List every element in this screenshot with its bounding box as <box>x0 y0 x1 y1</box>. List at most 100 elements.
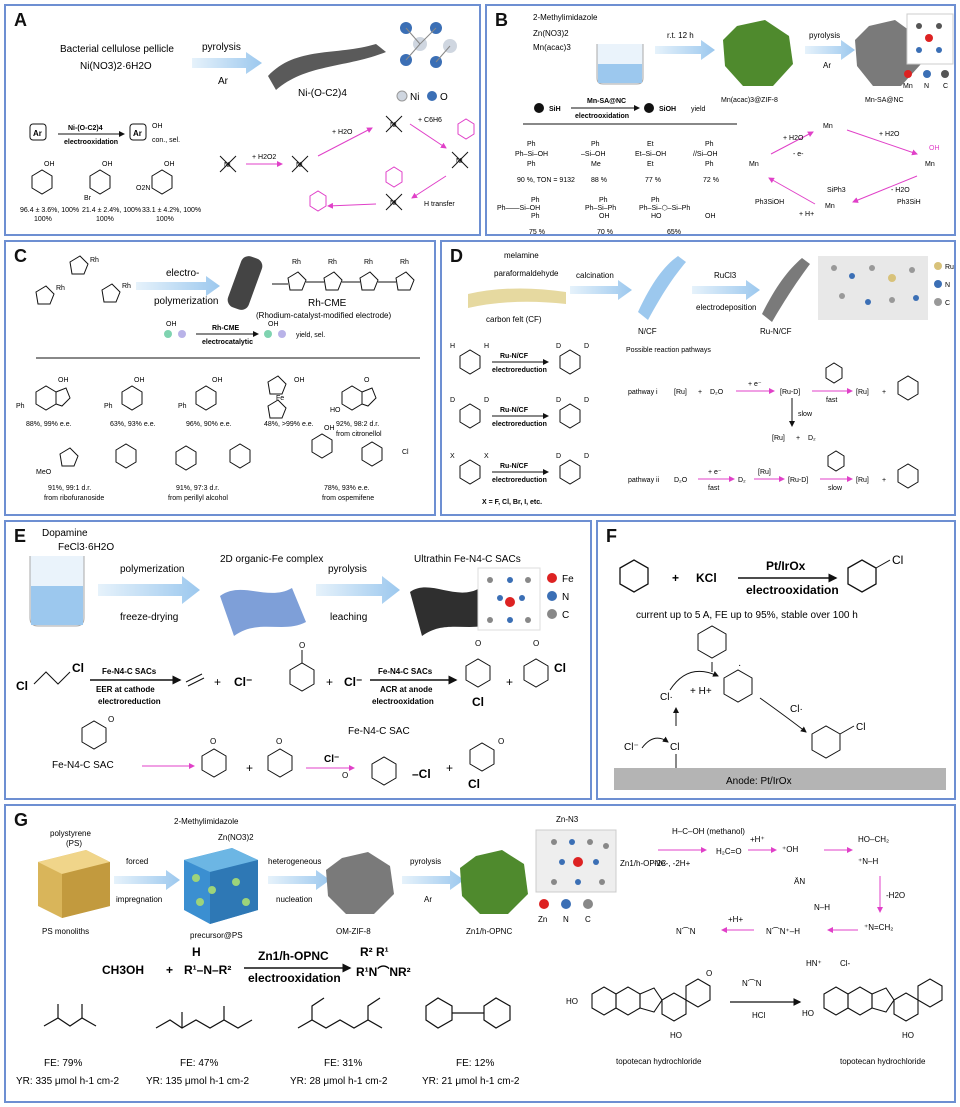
rxn-yield: yield <box>691 106 706 113</box>
svg-text:O: O <box>299 641 305 650</box>
legend-ru: Ru <box>945 264 954 271</box>
step: polymerization <box>154 296 218 307</box>
svg-text:[Ru-D]: [Ru-D] <box>780 389 800 396</box>
result: yield, sel. <box>296 332 325 339</box>
svg-text:Ph: Ph <box>104 403 113 410</box>
svg-text:[Ru]: [Ru] <box>674 389 687 396</box>
drug-1: topotecan hydrochloride <box>616 1057 702 1066</box>
c-source-4: from ospemifene <box>322 495 374 502</box>
o-legend-dot <box>427 91 437 101</box>
svg-text:Ar: Ar <box>33 129 42 138</box>
cycle-hplus: + H+ <box>799 211 814 218</box>
anisole-1 <box>289 662 315 692</box>
hplus: + H+ <box>690 686 712 697</box>
svg-text:+: + <box>698 389 702 396</box>
svg-text:Et: Et <box>647 141 654 148</box>
svg-text:+ e⁻: + e⁻ <box>748 381 762 388</box>
legend-fe: Fe <box>562 574 574 585</box>
amine-products <box>43 997 511 1029</box>
svg-text:D₂: D₂ <box>738 477 746 484</box>
arrow-1 <box>655 40 715 60</box>
c-result-7: 91%, 97:3 d.r. <box>176 485 219 492</box>
c-result-2: 63%, 93% e.e. <box>110 421 156 428</box>
reagent-ru: RuCl3 <box>714 271 737 280</box>
svg-text:OH: OH <box>152 123 163 130</box>
rxn-right: SiOH <box>659 106 676 113</box>
svg-text:HO: HO <box>670 1031 682 1040</box>
cycle-h2o-2: + H2O <box>879 131 900 138</box>
svg-text:+: + <box>796 435 800 442</box>
cycle-htransfer: H transfer <box>424 201 455 208</box>
svg-text:Cl⁻: Cl⁻ <box>234 675 252 689</box>
cycle-e: - e- <box>793 151 804 158</box>
step-label: pyrolysis <box>202 42 241 53</box>
svg-text:impregnation: impregnation <box>116 895 162 904</box>
svg-text:H: H <box>192 945 201 959</box>
ni-legend-dot <box>396 90 408 102</box>
panel-g: G polystyrene (PS) PS monoliths forced i… <box>4 804 956 1103</box>
c-result-8: 78%, 93% e.e. <box>324 485 370 492</box>
rxn-cat-2: Ru-N/CF <box>500 407 529 414</box>
hplus: +H+ <box>728 915 743 924</box>
svg-text:Mn: Mn <box>825 203 835 210</box>
legend-ni: Ni <box>410 92 419 103</box>
svg-text:Ph: Ph <box>705 141 714 148</box>
pathway-ii: pathway ii <box>628 477 660 484</box>
zif8-crystal <box>723 20 793 86</box>
arrow-3 <box>402 870 464 890</box>
atmosphere-label: Ar <box>218 76 229 87</box>
svg-text:[Ru]: [Ru] <box>758 469 771 476</box>
ar-box <box>29 123 47 141</box>
step-1a: polymerization <box>120 564 184 575</box>
svg-text:O: O <box>276 737 282 746</box>
pyrrole-monomers <box>35 255 121 305</box>
svg-text:HO–CH₂: HO–CH₂ <box>858 835 889 844</box>
rxn-cond: electrooxidation <box>248 971 341 985</box>
svg-text:R¹N⌒NR²: R¹N⌒NR² <box>356 964 411 979</box>
legend-c: C <box>562 610 569 621</box>
step-2: electrodeposition <box>696 303 756 312</box>
arrow-2 <box>805 40 855 60</box>
svg-text:–Si–OH: –Si–OH <box>581 151 606 158</box>
pathways-title: Possible reaction pathways <box>626 347 711 354</box>
panel-label: E <box>14 526 27 546</box>
svg-text:Mn: Mn <box>749 161 759 168</box>
svg-text:D: D <box>484 397 489 404</box>
step-1: calcination <box>576 271 614 280</box>
svg-text:Ph–Si–OH: Ph–Si–OH <box>515 151 548 158</box>
yield-2: 21.4 ± 2.4%, 100% <box>82 207 141 214</box>
cycle-minus-h2o: - H2O <box>891 187 910 194</box>
reagent-1: 2-Methylimidazole <box>174 817 239 826</box>
drug-2: topotecan hydrochloride <box>840 1057 926 1066</box>
svg-text:N⌒N: N⌒N <box>742 979 762 988</box>
svg-text:OH: OH <box>705 213 716 220</box>
label-ps: PS monoliths <box>42 927 89 936</box>
svg-text:H–C–OH (methanol): H–C–OH (methanol) <box>672 827 745 836</box>
svg-text:·: · <box>738 660 741 671</box>
rxn-cond: electrooxidation <box>575 113 629 120</box>
cat-label: Zn1/h-OPNC <box>620 859 666 868</box>
cycle-c6h6: + C6H6 <box>418 117 442 124</box>
precursor-2: Ni(NO3)2·6H2O <box>80 61 152 72</box>
svg-text:Ph: Ph <box>705 161 714 168</box>
svg-text:O: O <box>533 639 539 648</box>
c-source-2: from ribofuranoside <box>44 495 104 502</box>
b-yield-6: 70 % <box>597 229 613 236</box>
svg-text:+ e⁻: + e⁻ <box>708 469 722 476</box>
svg-text:D: D <box>556 453 561 460</box>
legend-c: C <box>943 83 948 90</box>
svg-text:Cl: Cl <box>472 695 484 709</box>
ps-monolith <box>38 850 110 918</box>
svg-text:D: D <box>584 397 589 404</box>
svg-text:X: X <box>484 453 489 460</box>
ru-lattice <box>818 256 928 320</box>
catalyst: Pt/IrOx <box>766 559 806 573</box>
subst-br: Br <box>84 195 92 202</box>
svg-text:100%: 100% <box>96 216 114 223</box>
chlorocyclohexane <box>847 559 877 593</box>
svg-text:electro-: electro- <box>166 268 199 279</box>
svg-text:H: H <box>450 343 455 350</box>
rxn-cat-1: Ru-N/CF <box>500 353 529 360</box>
svg-text:D: D <box>584 343 589 350</box>
topotecan-right <box>823 978 943 1022</box>
